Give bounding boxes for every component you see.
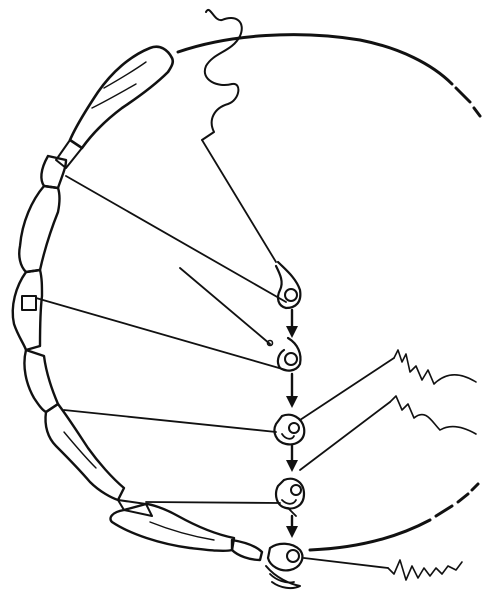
stage-5-appendage-detail (270, 574, 294, 583)
limb-segment-8 (232, 540, 262, 560)
connector-upper-to-stage-2 (180, 268, 270, 344)
stage-5 (266, 544, 302, 588)
top-lead-line (202, 10, 276, 262)
wavy-trace-2 (390, 396, 476, 434)
connector-stage-4-to-trace (300, 402, 390, 470)
stage-2-eye (285, 353, 297, 365)
wavy-trace-1 (394, 350, 476, 384)
connector-to-stage-1 (66, 176, 286, 302)
circle-dash-2 (474, 108, 480, 116)
limb-segment-3 (19, 186, 59, 272)
limb-segment-1 (70, 47, 173, 148)
stage-5-eye (287, 550, 299, 562)
connector-stage-5-to-trace (304, 558, 388, 568)
arrow-3 (286, 446, 298, 472)
limb-segment-chain (13, 47, 262, 560)
limb-segment-7-detail (150, 522, 214, 540)
limb-segment-6 (45, 404, 124, 500)
stage-1 (276, 262, 300, 308)
stage-4 (276, 479, 304, 516)
circle-arc-top (178, 35, 452, 84)
circle-arc-bottom (310, 520, 430, 550)
limb-segment-2 (41, 156, 66, 188)
arrow-1 (286, 310, 298, 338)
stage-4-eye (291, 485, 301, 495)
stage-sketches (266, 262, 304, 588)
connector-to-stage-4 (146, 502, 280, 503)
stage-3-eye (289, 423, 299, 433)
stage-1-eye (285, 289, 297, 301)
circle-dash-4 (458, 494, 468, 502)
connector-lines (36, 176, 394, 568)
stage-5-body (268, 544, 302, 571)
top-lead-to-stage-1 (202, 140, 276, 262)
circle-dash-1 (456, 88, 470, 102)
arrow-2 (286, 374, 298, 408)
circle-dash-3 (436, 506, 452, 516)
connector-to-stage-3 (64, 410, 276, 432)
stage-3 (274, 415, 304, 445)
circle-dash-5 (472, 484, 478, 490)
connector-to-stage-2 (36, 298, 286, 370)
wavy-trace-3 (388, 560, 462, 580)
limb-segment-5 (24, 350, 58, 412)
limb-joint-2 (22, 296, 36, 310)
top-wiggle (202, 10, 242, 140)
circular-outline (178, 35, 480, 550)
stage-3-mouth (282, 434, 294, 439)
wavy-traces (388, 350, 476, 580)
arrow-4 (286, 516, 298, 538)
